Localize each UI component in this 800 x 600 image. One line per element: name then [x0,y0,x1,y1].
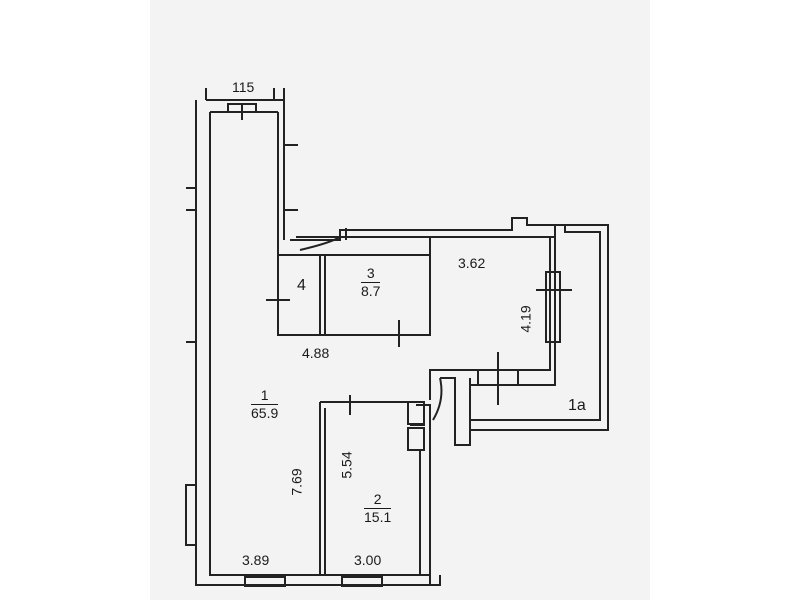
room-2-label: 2 15.1 [364,492,392,525]
dimension-top-label: 115 [232,79,255,95]
dimension-4-88: 4.88 [302,345,330,361]
room-1-label: 1 65.9 [251,388,279,421]
dimension-4-19: 4.19 [517,305,534,333]
room-3-label: 3 8.7 [361,266,381,299]
room-2-area: 15.1 [364,508,392,525]
room-1a-number: 1a [568,397,586,414]
room-1-area: 65.9 [251,404,279,421]
room-2-number: 2 [364,492,392,509]
room-1-number: 1 [251,388,279,405]
dimension-5-54: 5.54 [338,451,355,479]
dimension-7-69: 7.69 [288,468,305,496]
dimension-3-89: 3.89 [242,552,270,568]
room-3-area: 8.7 [361,282,381,299]
room-3-number: 3 [361,266,381,283]
dimension-3-00: 3.00 [354,552,382,568]
room-4-number: 4 [297,277,306,294]
dimension-3-62: 3.62 [458,255,486,271]
